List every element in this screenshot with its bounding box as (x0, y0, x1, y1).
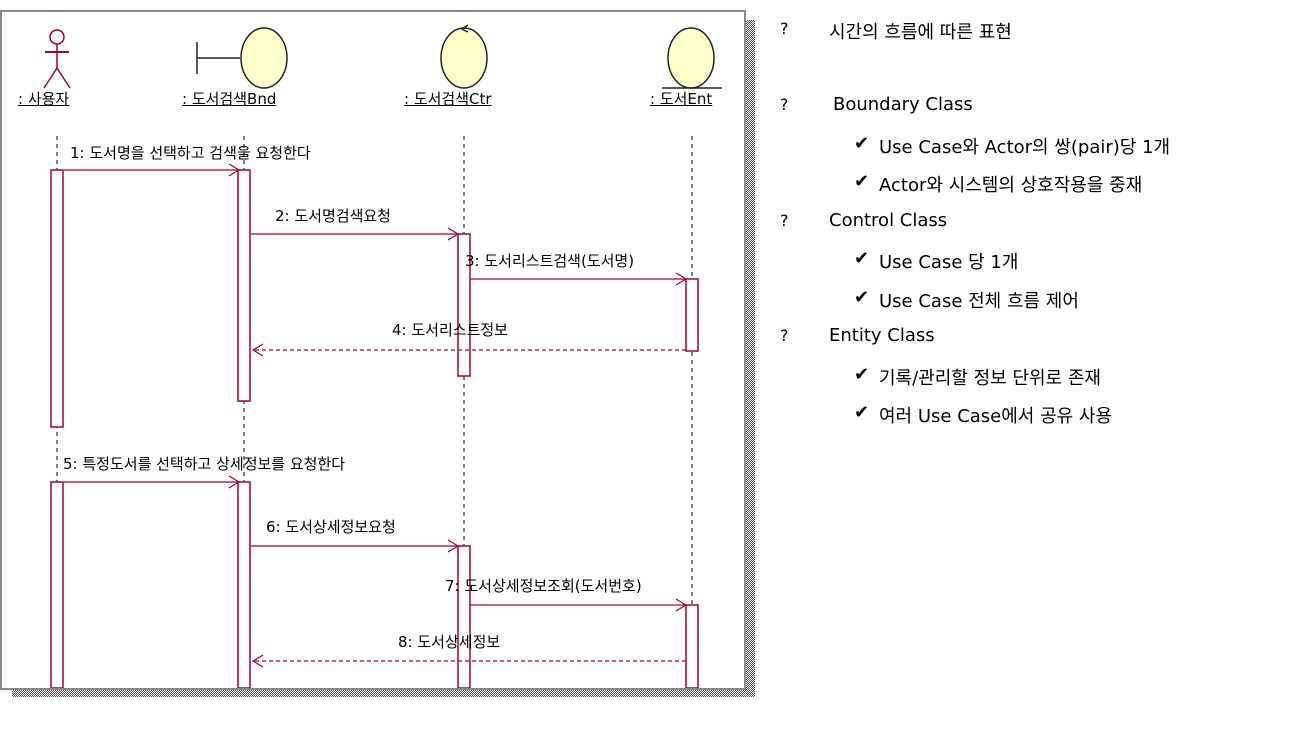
activation-bar (685, 278, 699, 352)
note-text: Use Case와 Actor의 쌍(pair)당 1개 (879, 137, 1171, 158)
message-label: 2: 도서명검색요청 (275, 207, 391, 225)
check-icon: ✔ (854, 364, 870, 385)
message-arrow (251, 539, 460, 553)
object-name: : 도서검색Bnd (182, 90, 277, 108)
message-arrow (251, 654, 686, 668)
activation-bar (237, 169, 251, 402)
bullet-icon: ? (780, 326, 789, 345)
object-name: : 사용자 (18, 90, 70, 108)
check-icon: ✔ (854, 248, 870, 269)
message-label: 3: 도서리스트검색(도서명) (465, 252, 635, 270)
message-label: 6: 도서상세정보요청 (266, 518, 396, 536)
activation-bar (237, 481, 251, 688)
activation-bar (457, 233, 471, 377)
actor-icon (43, 29, 71, 89)
activation-bar (457, 545, 471, 688)
activation-bar (685, 604, 699, 688)
check-icon: ✔ (854, 287, 870, 308)
message-label: 4: 도서리스트정보 (392, 321, 508, 339)
activation-bar (50, 481, 64, 688)
bullet-icon: ? (780, 19, 789, 38)
check-icon: ✔ (854, 133, 870, 154)
note-text: Use Case 당 1개 (879, 252, 1019, 273)
message-label: 8: 도서상세정보 (398, 633, 501, 651)
message-arrow (64, 163, 241, 177)
check-icon: ✔ (854, 402, 870, 423)
control-icon (440, 24, 488, 89)
message-arrow (64, 475, 241, 489)
note-text: Use Case 전체 흐름 제어 (879, 291, 1079, 312)
note-text: 시간의 흐름에 따른 표현 (829, 22, 1012, 43)
activation-bar (50, 169, 64, 428)
object-name: : 도서Ent (650, 90, 713, 108)
message-label: 7: 도서상세정보조회(도서번호) (445, 577, 642, 595)
diagram-graphics (43, 24, 722, 688)
message-arrow (251, 227, 460, 241)
entity-icon (662, 27, 722, 89)
bullet-icon: ? (780, 211, 789, 230)
message-label: 5: 특정도서를 선택하고 상세정보를 요청한다 (63, 455, 346, 473)
note-text: 여러 Use Case에서 공유 사용 (879, 406, 1113, 427)
message-arrow (470, 272, 688, 286)
message-label: 1: 도서명을 선택하고 검색을 요청한다 (70, 144, 311, 162)
object-name: : 도서검색Ctr (404, 90, 492, 108)
sequence-diagram (0, 10, 746, 690)
message-arrow (470, 598, 688, 612)
check-icon: ✔ (854, 171, 870, 192)
bullet-icon: ? (780, 95, 789, 114)
note-text: 기록/관리할 정보 단위로 존재 (879, 368, 1101, 389)
message-arrow (251, 343, 686, 357)
note-text: Boundary Class (833, 94, 973, 115)
note-text: Control Class (829, 210, 948, 231)
note-text: Entity Class (829, 325, 935, 346)
boundary-icon (196, 27, 288, 89)
note-text: Actor와 시스템의 상호작용을 중재 (879, 175, 1143, 196)
